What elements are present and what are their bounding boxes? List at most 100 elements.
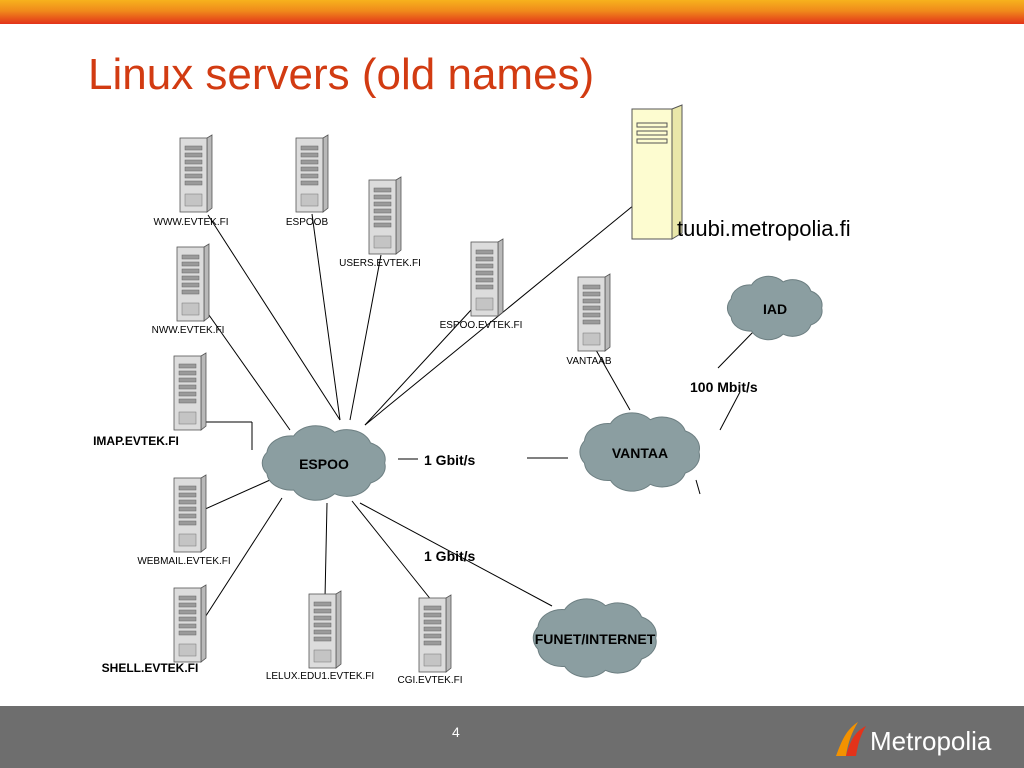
- drive-bay: [423, 605, 442, 611]
- server-body: [631, 108, 673, 240]
- cloud-vantaa: VANTAA: [579, 412, 700, 492]
- server-vent: [300, 193, 319, 207]
- drive-bay: [636, 122, 668, 128]
- drive-bay: [475, 263, 494, 269]
- server-nww: NWW.EVTEK.FI: [152, 243, 225, 336]
- server-side: [395, 176, 402, 255]
- drive-bay: [313, 615, 332, 621]
- page-number: 4: [452, 724, 460, 740]
- drive-bay: [582, 291, 601, 297]
- metropolia-flame-icon: [836, 722, 866, 756]
- drive-bay: [184, 166, 203, 172]
- cloud-label-iad: IAD: [763, 301, 787, 317]
- drive-bay: [373, 222, 392, 228]
- cloud-funet: FUNET/INTERNET: [532, 598, 657, 678]
- drive-bay: [178, 630, 197, 636]
- drive-bay: [423, 640, 442, 646]
- drive-bay: [184, 173, 203, 179]
- server-label-nww: NWW.EVTEK.FI: [152, 325, 225, 336]
- drive-bay: [373, 187, 392, 193]
- drive-bay: [178, 595, 197, 601]
- drive-bay: [184, 180, 203, 186]
- cloud-shape: [579, 412, 700, 492]
- cloud-label-funet: FUNET/INTERNET: [535, 631, 656, 647]
- drive-bay: [475, 277, 494, 283]
- drive-bay: [373, 201, 392, 207]
- drive-bay: [313, 629, 332, 635]
- server-side: [200, 352, 207, 431]
- server-vent: [313, 649, 332, 663]
- server-side: [445, 594, 452, 673]
- server-vent: [373, 235, 392, 249]
- server-label-lelux: LELUX.EDU1.EVTEK.FI: [266, 671, 374, 682]
- server-espoo-evtek: ESPOO.EVTEK.FI: [440, 238, 522, 331]
- cloud-shape: [532, 598, 657, 678]
- server-www: WWW.EVTEK.FI: [154, 134, 229, 228]
- server-side: [200, 474, 207, 553]
- drive-bay: [181, 275, 200, 281]
- drive-bay: [300, 152, 319, 158]
- server-vent: [178, 411, 197, 425]
- drive-bay: [300, 166, 319, 172]
- server-cgi: CGI.EVTEK.FI: [397, 594, 463, 686]
- server-label-espoob: ESPOOB: [286, 217, 329, 228]
- drive-bay: [178, 520, 197, 526]
- drive-bay: [636, 138, 668, 144]
- drive-bay: [178, 513, 197, 519]
- drive-bay: [475, 284, 494, 290]
- server-shell: SHELL.EVTEK.FI: [102, 584, 207, 675]
- server-webmail: WEBMAIL.EVTEK.FI: [137, 474, 231, 567]
- drive-bay: [475, 270, 494, 276]
- drive-bay: [181, 268, 200, 274]
- drive-bay: [178, 384, 197, 390]
- drive-bay: [636, 130, 668, 136]
- drive-bay: [373, 215, 392, 221]
- server-tuubi: tuubi.metropolia.fi: [631, 104, 851, 241]
- server-vent: [582, 332, 601, 346]
- server-side: [322, 134, 329, 213]
- drive-bay: [313, 608, 332, 614]
- drive-bay: [582, 298, 601, 304]
- drive-bay: [178, 391, 197, 397]
- connection-line: [359, 502, 553, 607]
- top-accent-bar: [0, 0, 1024, 24]
- cloud-espoo: ESPOO: [261, 425, 386, 501]
- cloud-label-espoo: ESPOO: [299, 456, 349, 472]
- server-label-imap: IMAP.EVTEK.FI: [93, 434, 179, 448]
- cloud-shape: [726, 275, 823, 341]
- server-vent: [475, 297, 494, 311]
- connection-line: [199, 497, 283, 626]
- server-side: [335, 590, 342, 669]
- drive-bay: [300, 180, 319, 186]
- drive-bay: [313, 622, 332, 628]
- server-side: [203, 243, 210, 322]
- link-speed-espoo-vantaa: 1 Gbit/s: [424, 452, 476, 468]
- drive-bay: [582, 305, 601, 311]
- link-speed-vantaa-iad: 100 Mbit/s: [690, 379, 758, 395]
- drive-bay: [582, 284, 601, 290]
- drive-bay: [184, 152, 203, 158]
- drive-bay: [181, 254, 200, 260]
- connection-line: [695, 479, 701, 495]
- drive-bay: [313, 601, 332, 607]
- drive-bay: [178, 616, 197, 622]
- drive-bay: [582, 312, 601, 318]
- drive-bay: [423, 626, 442, 632]
- server-vent: [423, 653, 442, 667]
- server-label-tuubi: tuubi.metropolia.fi: [677, 216, 851, 241]
- drive-bay: [373, 194, 392, 200]
- slide-title: Linux servers (old names): [88, 50, 595, 99]
- connection-line: [324, 502, 328, 599]
- server-lelux: LELUX.EDU1.EVTEK.FI: [266, 590, 374, 682]
- drive-bay: [178, 492, 197, 498]
- server-side: [604, 273, 611, 352]
- drive-bay: [313, 636, 332, 642]
- connection-line: [203, 307, 291, 431]
- connection-line: [207, 214, 341, 421]
- drive-bay: [300, 159, 319, 165]
- connection-line: [719, 391, 741, 431]
- drive-bay: [184, 145, 203, 151]
- drive-bay: [181, 282, 200, 288]
- connection-line: [717, 329, 756, 369]
- server-vent: [178, 643, 197, 657]
